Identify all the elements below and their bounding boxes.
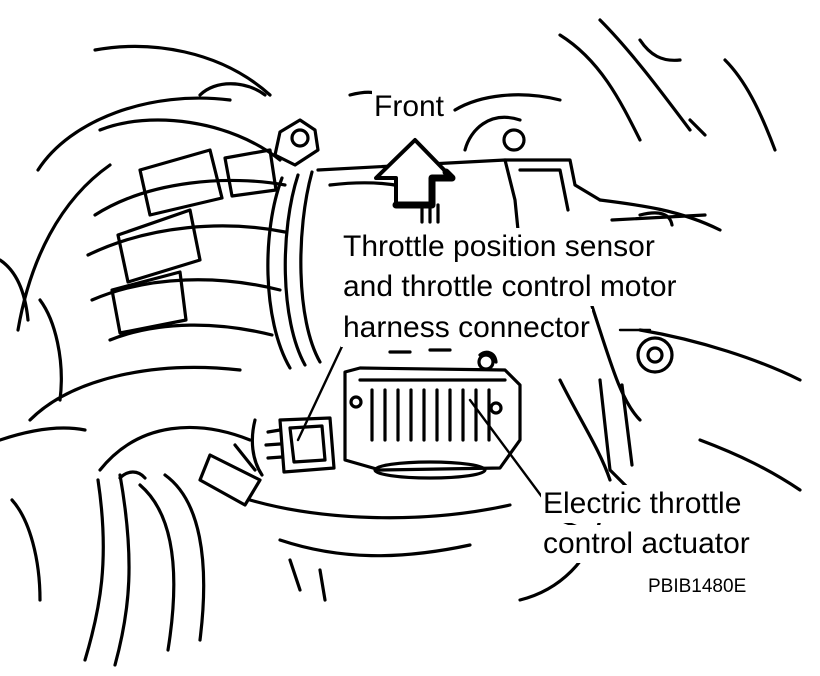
top-details <box>198 18 777 167</box>
harness-connector <box>250 416 336 477</box>
tps-leader-line <box>296 338 347 442</box>
actuator-leader-line <box>468 398 550 507</box>
tps-label-line1: Throttle position sensor <box>341 228 657 266</box>
front-arrow-shadow <box>392 168 456 209</box>
intake-duct <box>16 44 322 422</box>
right-bracket <box>558 298 802 502</box>
tps-label-line3: harness connector <box>341 309 592 347</box>
front-label: Front <box>372 88 447 126</box>
lower-hoses <box>0 258 612 667</box>
actuator-housing <box>343 348 522 480</box>
front-arrow <box>374 138 454 207</box>
tps-label-line2: and throttle control motor <box>341 268 679 306</box>
actuator-label-line1: Electric throttle <box>541 485 744 523</box>
figure-code: PBIB1480E <box>648 576 747 597</box>
actuator-label-line2: control actuator <box>541 525 752 563</box>
